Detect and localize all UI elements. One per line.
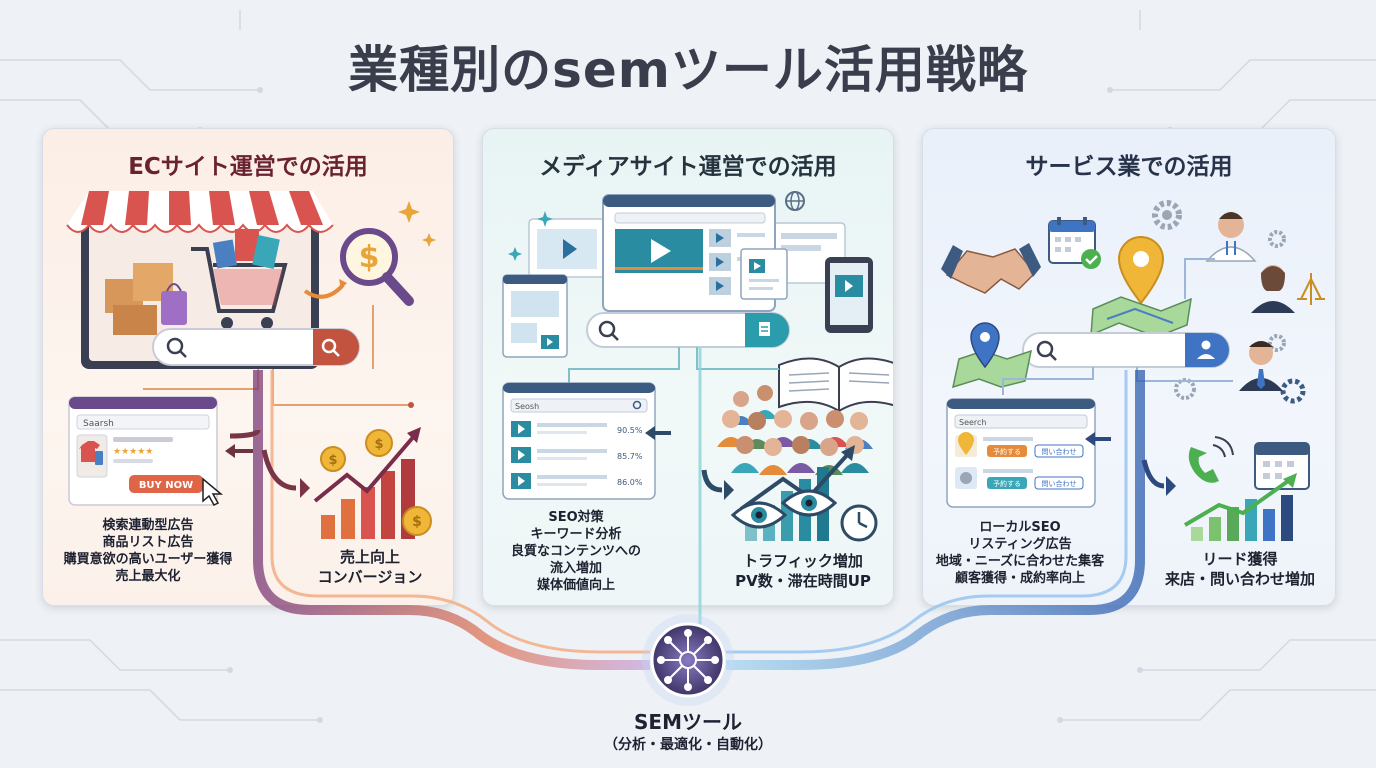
doctor-icon: [1205, 212, 1257, 262]
panel-ec: ECサイト運営での活用: [42, 128, 454, 606]
lead-growth-chart-icon: [1183, 473, 1297, 541]
ec-results: 売上向上 コンバージョン: [317, 548, 423, 586]
svg-text:90.5%: 90.5%: [617, 426, 643, 435]
svg-text:★★★★★: ★★★★★: [113, 447, 153, 457]
buy-now-button: BUY NOW: [139, 480, 193, 491]
calendar-icon: [1048, 217, 1101, 269]
svg-text:Seosh: Seosh: [515, 402, 539, 411]
phone-icon: [1188, 436, 1234, 483]
map-icon: [1090, 296, 1192, 338]
service-search-bar: [1022, 332, 1230, 368]
service-booking-mock: Seerch 予約する 問い合わせ 予約する 問い合わせ: [946, 398, 1096, 508]
svg-text:$: $: [412, 514, 422, 530]
ec-search-bar: [152, 328, 360, 366]
hub-label: SEMツール: [634, 710, 742, 734]
location-pin-map-icon: [951, 322, 1032, 389]
video-player-icon: [602, 194, 776, 312]
ec-product-ad-mock: Saarsh ★★★★★ BUY NOW: [68, 396, 224, 506]
svg-text:$: $: [359, 240, 380, 275]
svg-text:$: $: [374, 437, 383, 452]
hub-subtitle: （分析・最適化・自動化）: [604, 737, 772, 753]
media-seo-results-mock: Seosh 90.5% 85.7% 86.0%: [502, 382, 656, 500]
ec-features: 検索連動型広告 商品リスト広告 購買意欲の高いユーザー獲得 売上最大化: [63, 518, 233, 584]
svg-text:Seerch: Seerch: [959, 418, 987, 427]
open-book-icon: [778, 357, 893, 413]
media-results: トラフィック増加 PV数・滞在時間UP: [735, 552, 871, 590]
svg-text:$: $: [328, 453, 337, 468]
contact-button-2: 問い合わせ: [1042, 479, 1077, 488]
shopping-cart-icon: [191, 229, 288, 329]
svg-text:Saarsh: Saarsh: [83, 419, 114, 429]
tablet-icon: [825, 257, 873, 333]
eye-icon: [730, 445, 855, 541]
panel-media-title: メディアサイト運営での活用: [539, 154, 837, 180]
media-search-bar: [586, 312, 790, 348]
book-button-2: 予約する: [993, 479, 1021, 488]
globe-icon: [785, 191, 805, 211]
lead-calendar-icon: [1254, 442, 1310, 490]
document-icon: [740, 248, 788, 300]
map-pin-icon: [1117, 236, 1165, 305]
lawyer-icon: [1251, 265, 1325, 313]
handshake-icon: [941, 243, 1041, 294]
svg-text:86.0%: 86.0%: [617, 478, 643, 487]
svg-text:85.7%: 85.7%: [617, 452, 643, 461]
media-features: SEO対策 キーワード分析 良質なコンテンツへの 流入増加 媒体価値向上: [510, 510, 641, 593]
panel-service-title: サービス業での活用: [1025, 154, 1233, 180]
service-results: リード獲得 来店・問い合わせ増加: [1164, 550, 1315, 588]
page-title: 業種別のsemツール活用戦略: [348, 41, 1028, 99]
contact-button-1: 問い合わせ: [1042, 447, 1077, 456]
clock-icon: [840, 504, 878, 542]
service-features: ローカルSEO リスティング広告 地域・ニーズに合わせた集客 顧客獲得・成約率向…: [935, 520, 1105, 586]
businessman-icon: [1239, 341, 1283, 391]
panel-service: サービス業での活用: [922, 128, 1336, 606]
panel-media: メディアサイト運営での活用: [482, 128, 894, 606]
book-button-1: 予約する: [993, 447, 1021, 456]
panel-ec-title: ECサイト運営での活用: [128, 154, 368, 180]
dollar-magnifier-icon: $: [340, 201, 436, 306]
